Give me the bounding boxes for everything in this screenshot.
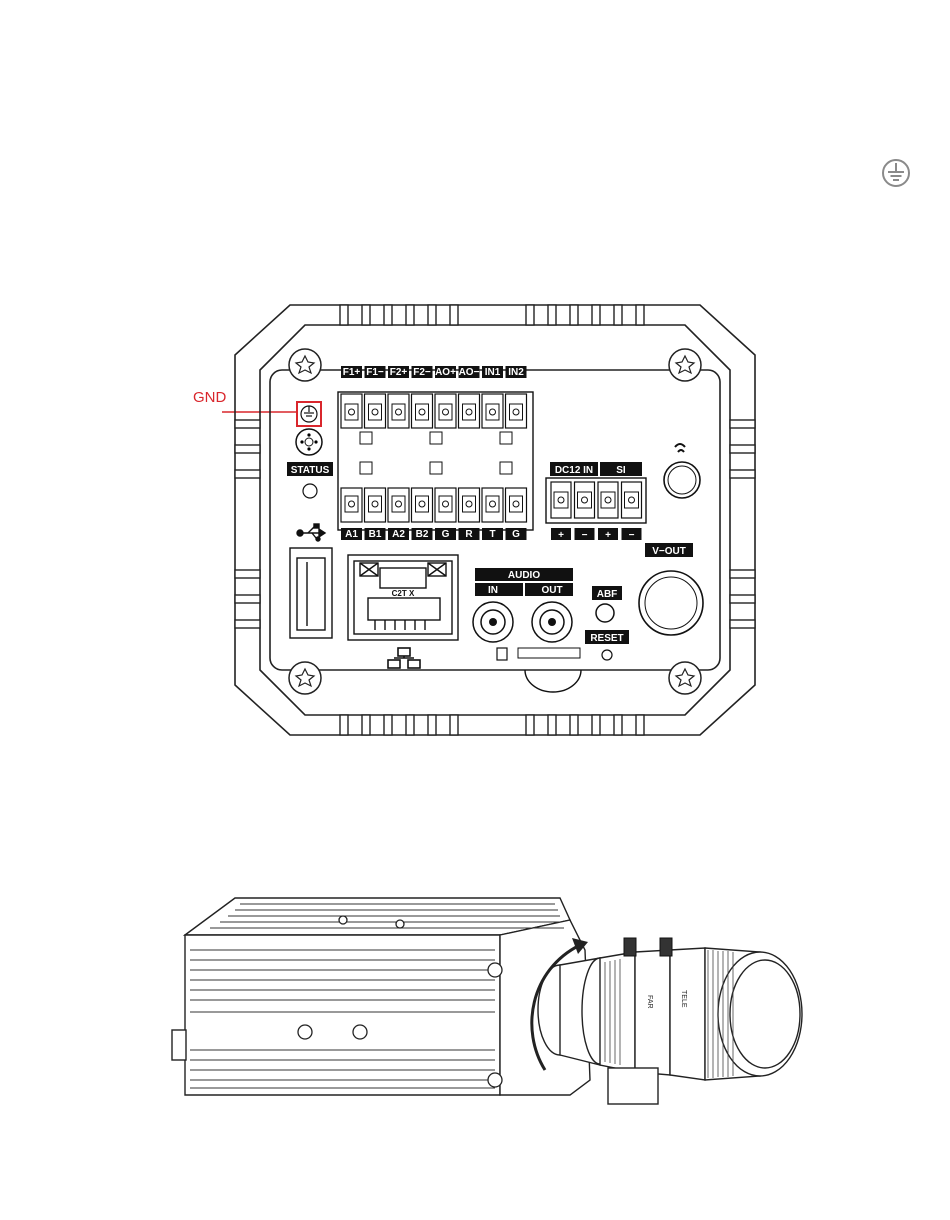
bottom-terminal-label: B1 bbox=[369, 529, 382, 540]
top-terminal-label: F2− bbox=[413, 367, 431, 378]
terminal-slot bbox=[459, 394, 480, 428]
terminal-slot bbox=[341, 488, 362, 522]
terminal-slot bbox=[459, 488, 480, 522]
top-terminal-label: F2+ bbox=[390, 367, 408, 378]
audio-out-label: OUT bbox=[541, 585, 562, 596]
top-terminal-label: AO+ bbox=[435, 367, 456, 378]
camera-side-view: FAR TELE bbox=[160, 880, 820, 1120]
terminal-slot bbox=[388, 394, 409, 428]
terminal-slot bbox=[482, 488, 503, 522]
ethernet-port-text: C2T X bbox=[392, 589, 415, 598]
terminal-slot bbox=[341, 394, 362, 428]
bottom-terminal-label: T bbox=[489, 529, 495, 540]
power-sign-label: − bbox=[582, 530, 588, 541]
power-sign-label: − bbox=[629, 530, 635, 541]
bottom-terminal-label: A2 bbox=[392, 529, 405, 540]
top-terminal-label: F1− bbox=[366, 367, 384, 378]
terminal-slot bbox=[388, 488, 409, 522]
vout-label: V−OUT bbox=[652, 546, 686, 557]
dc12-in-label: DC12 IN bbox=[555, 465, 593, 476]
top-terminal-label: IN1 bbox=[485, 367, 501, 378]
bottom-terminal-label: G bbox=[442, 529, 450, 540]
terminal-slot bbox=[412, 488, 433, 522]
terminal-slot bbox=[506, 488, 527, 522]
terminal-slot bbox=[482, 394, 503, 428]
lens-tele-label: TELE bbox=[680, 990, 687, 1008]
reset-label: RESET bbox=[590, 633, 623, 644]
top-terminal-label: F1+ bbox=[343, 367, 361, 378]
top-terminal-label: AO− bbox=[459, 367, 480, 378]
abf-label: ABF bbox=[597, 589, 618, 600]
power-sign-label: + bbox=[605, 530, 611, 541]
terminal-slot bbox=[506, 394, 527, 428]
camera-rear-panel: STATUS F1+ F1− F2+ F2− AO+AO− IN1 IN2 A1 B1 A2 B2… bbox=[230, 300, 760, 740]
bottom-terminal-label: B2 bbox=[416, 529, 429, 540]
lens-far-label: FAR bbox=[646, 995, 653, 1009]
power-sign-label: + bbox=[558, 530, 564, 541]
bottom-terminal-label: G bbox=[512, 529, 520, 540]
terminal-slot bbox=[435, 488, 456, 522]
bottom-terminal-label: R bbox=[465, 529, 473, 540]
network-icon bbox=[388, 648, 420, 668]
top-fins bbox=[340, 305, 644, 325]
audio-in-label: IN bbox=[488, 585, 498, 596]
terminal-slot bbox=[365, 488, 386, 522]
earth-ground-icon bbox=[880, 157, 912, 189]
status-label: STATUS bbox=[291, 465, 330, 476]
bottom-terminal-label: A1 bbox=[345, 529, 358, 540]
top-terminal-label: IN2 bbox=[508, 367, 524, 378]
si-label: SI bbox=[616, 465, 626, 476]
terminal-slot bbox=[412, 394, 433, 428]
terminal-slot bbox=[435, 394, 456, 428]
audio-label: AUDIO bbox=[508, 570, 540, 581]
terminal-slot bbox=[365, 394, 386, 428]
